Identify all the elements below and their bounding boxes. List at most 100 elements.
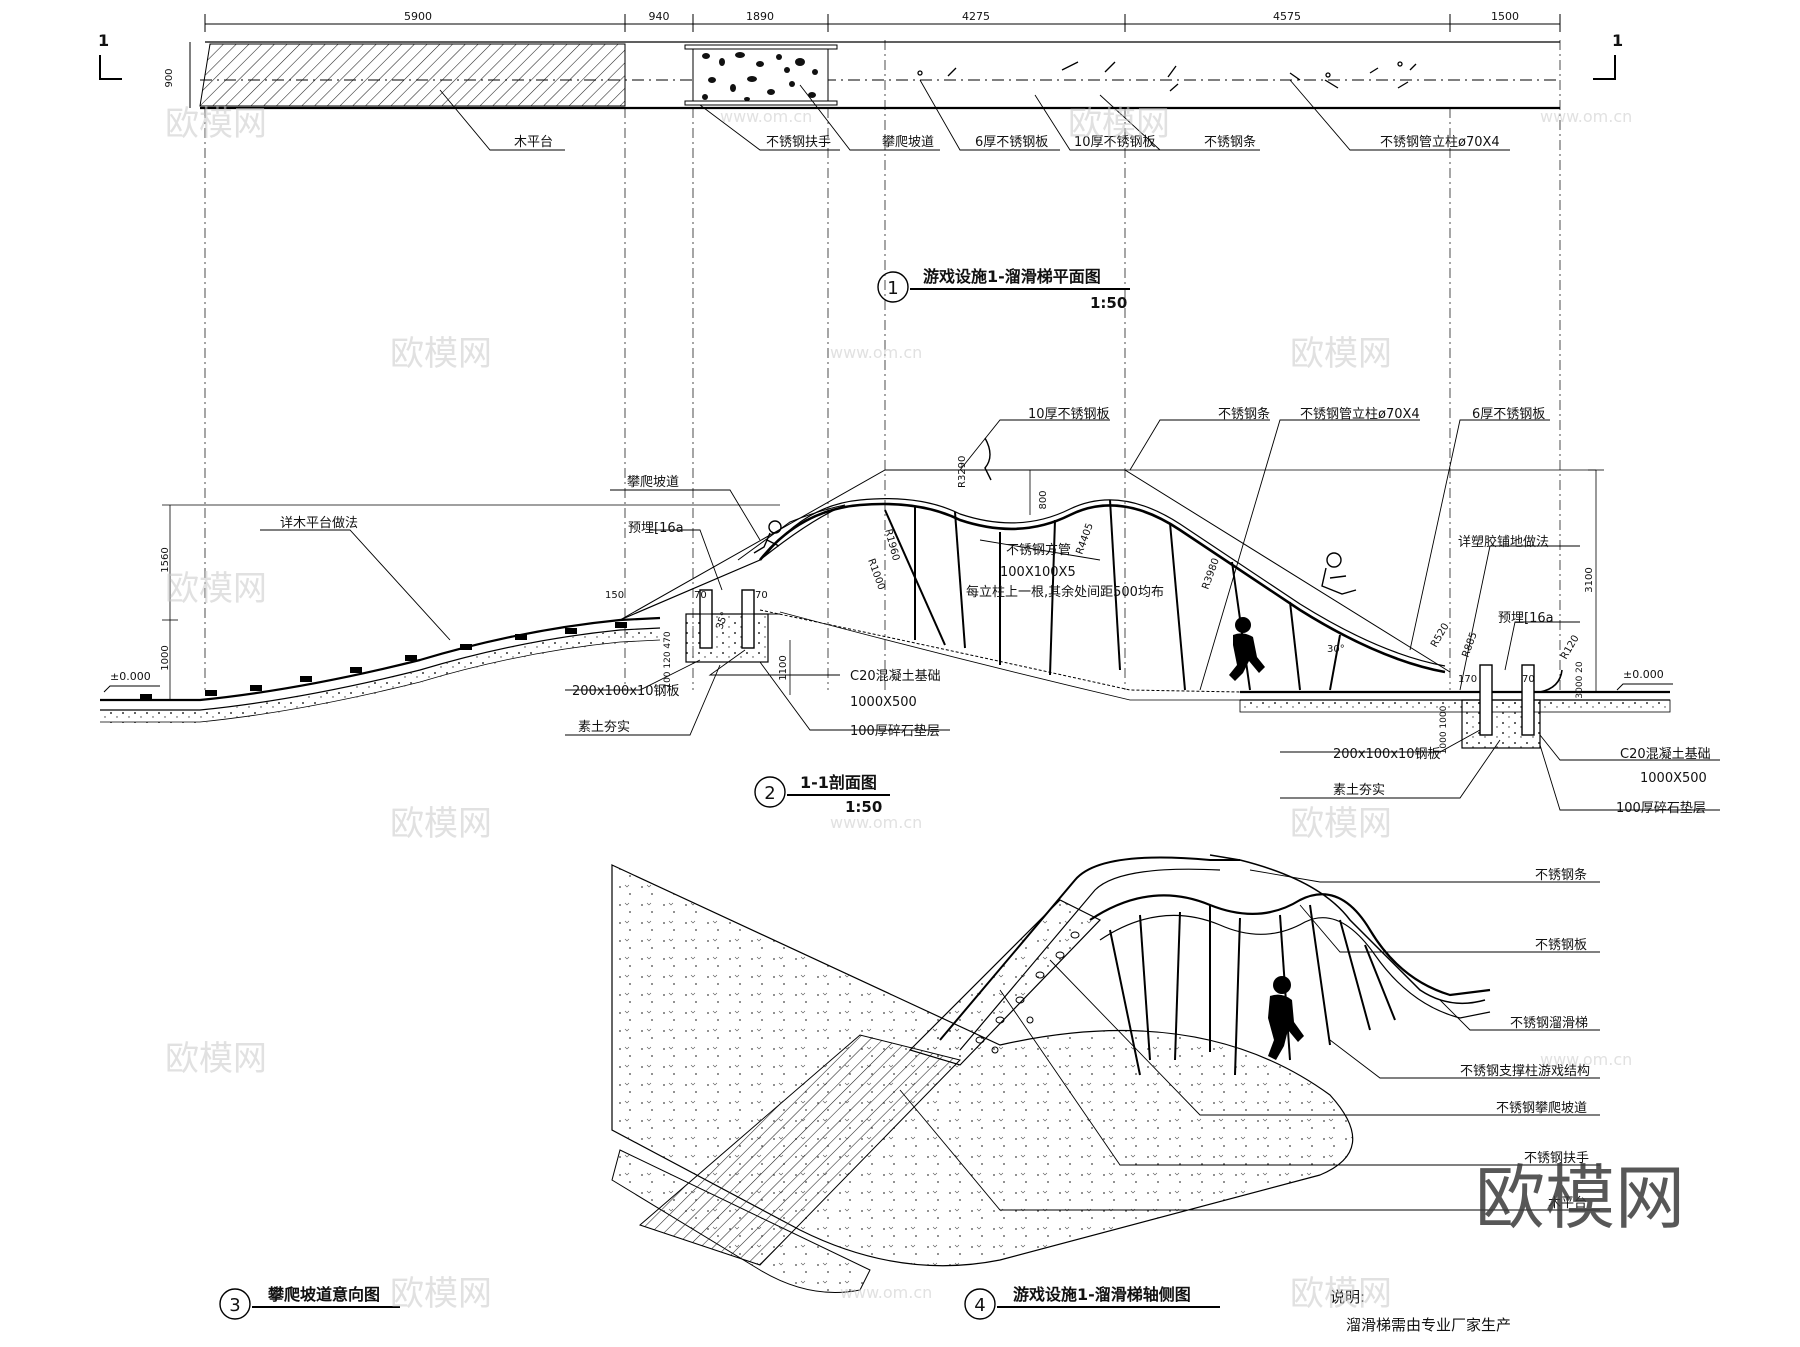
label-square-tube-size: 100X100X5 [1000,565,1076,580]
label-steel-post: 不锈钢管立柱ø70X4 [1300,407,1420,422]
watermark-url: www.om.cn [1540,1050,1632,1069]
watermark-url: www.om.cn [840,1283,932,1302]
level-left: ±0.000 [110,670,151,683]
iso-label-handrail: 不锈钢扶手 [1524,1151,1589,1166]
slide-surface-axo [1089,893,1491,997]
watermark-brand: 欧模网 [165,1039,267,1079]
dim-ticks [204,14,1561,32]
dim-r885: R885 [1460,631,1479,659]
dim-70b: 70 [755,590,768,601]
dim-r120: R120 [1559,633,1582,661]
child-running-axo-icon [1268,976,1304,1060]
title3-number: 3 [229,1295,240,1316]
note-title: 说明: [1330,1288,1365,1306]
dim-150: 150 [605,590,624,601]
watermark-brand: 欧模网 [1068,104,1170,144]
watermark-brand: 欧模网 [1290,1274,1392,1314]
watermark-brand: 欧模网 [1290,804,1392,844]
dim-3100: 3100 [1584,567,1595,592]
deck-joists [140,622,627,700]
label-rubber-detail: 详塑胶铺地做法 [1458,534,1549,550]
pebbles [702,52,818,101]
dim-r3980: R3980 [1200,557,1221,591]
level-right: ±0.000 [1623,668,1664,681]
label-c20-right: C20混凝土基础 [1620,746,1711,762]
dim-1890: 1890 [746,10,774,23]
iso-label-steel-plate: 不锈钢板 [1535,938,1587,953]
plan-title-number: 1 [887,278,898,299]
label-10mm-plate: 10厚不锈钢板 [1028,407,1110,422]
dim-3000-20: 3000 20 [1575,661,1585,698]
watermark-brand: 欧模网 [165,569,267,609]
dim-r520: R520 [1429,621,1452,649]
plan-label-steel-post: 不锈钢管立柱ø70X4 [1380,135,1500,150]
plan-label-6mm-plate: 6厚不锈钢板 [975,135,1048,150]
section-title: 1-1剖面图 [800,773,877,792]
section-view: 1560 1000 3100 800 1100 R3290 R1960 R100… [100,406,1720,816]
plan-label-wood-deck: 木平台 [514,135,553,150]
iso-label-steel-slide: 不锈钢溜滑梯 [1510,1016,1588,1031]
section-mark-left: 1 [98,31,109,50]
label-plate-right: 200x100x10钢板 [1333,747,1441,762]
dim-1560: 1560 [160,547,171,572]
climb-ramp-plan [692,45,829,105]
bottom-titles: 3 攀爬坡道意向图 4 游戏设施1-溜滑梯轴侧图 说明: 溜滑梯需由专业厂家生产 [219,1285,1511,1334]
label-c20-left: C20混凝土基础 [850,668,941,684]
dim-1000: 1000 [160,645,171,670]
watermark-url: www.om.cn [1540,107,1632,126]
plan-label-climb-ramp: 攀爬坡道 [882,135,934,150]
dim-r1000: R1000 [865,557,886,591]
plan-label-10mm-plate: 10厚不锈钢板 [1074,135,1156,150]
section-mark-right: 1 [1612,31,1623,50]
title4-number: 4 [974,1295,985,1316]
dim-70c: 70 [1522,674,1535,685]
section-title-number: 2 [764,783,775,804]
axo-pebbles [975,931,1080,1054]
dim-1100: 1100 [778,655,789,680]
plan-view: 5900 940 1890 4275 4575 1500 1 1 900 [98,10,1623,690]
label-embed-left: 预埋[16a [628,521,684,536]
dim-1500: 1500 [1491,10,1519,23]
dim-r3290: R3290 [957,456,968,488]
watermark-brand: 欧模网 [1290,334,1392,374]
support-posts [884,499,1341,691]
label-soil-left: 素土夯实 [578,720,630,735]
iso-label-steel-strip: 不锈钢条 [1535,867,1587,883]
axo-posts [1109,904,1396,1076]
label-soil-right: 素土夯实 [1333,783,1385,798]
child-sliding-icon [753,437,1357,595]
watermarks: 欧模网 欧模网 欧模网 欧模网 欧模网 欧模网 欧模网 欧模网 欧模网 欧模网 … [165,104,1685,1314]
dim-800: 800 [1038,490,1049,509]
iso-label-wood-platform: 木平台 [1548,1196,1587,1211]
label-c20-right-size: 1000X500 [1640,771,1707,786]
dim-r4405: R4405 [1074,522,1095,556]
dim-70a: 70 [694,590,707,601]
wood-deck-hatch [199,43,626,107]
dim-1000-1000: 1000 1000 [1439,705,1449,754]
label-wood-platform-detail: 详木平台做法 [280,516,358,531]
plan-label-steel-strip: 不锈钢条 [1204,134,1256,150]
watermark-url: www.om.cn [720,107,812,126]
label-embed-right: 预埋[16a [1498,611,1554,626]
watermark-brand: 欧模网 [390,334,492,374]
axonometric-view: 不锈钢条 不锈钢板 不锈钢溜滑梯 不锈钢支撑柱游戏结构 不锈钢攀爬坡道 不锈钢扶… [611,854,1600,1293]
dim-4575: 4575 [1273,10,1301,23]
section-title-scale: 1:50 [845,798,882,816]
watermark-url: www.om.cn [830,343,922,362]
plan-title-scale: 1:50 [1090,294,1127,312]
dim-170a: 170 [1458,674,1477,685]
title4: 游戏设施1-溜滑梯轴侧图 [1013,1285,1191,1304]
watermark-brand: 欧模网 [390,804,492,844]
watermark-brand: 欧模网 [165,104,267,144]
label-plate-left: 200x100x10钢板 [572,684,680,699]
dim-4275: 4275 [962,10,990,23]
child-running-icon [1229,617,1265,681]
title3: 攀爬坡道意向图 [267,1285,380,1304]
plan-title: 游戏设施1-溜滑梯平面图 [923,267,1101,286]
iso-label-steel-ramp: 不锈钢攀爬坡道 [1496,1101,1587,1116]
dim-30deg: 30° [1327,644,1345,655]
label-c20-left-size: 1000X500 [850,695,917,710]
watermark-big-brand: 欧模网 [1475,1157,1685,1239]
watermark-brand: 欧模网 [390,1274,492,1314]
